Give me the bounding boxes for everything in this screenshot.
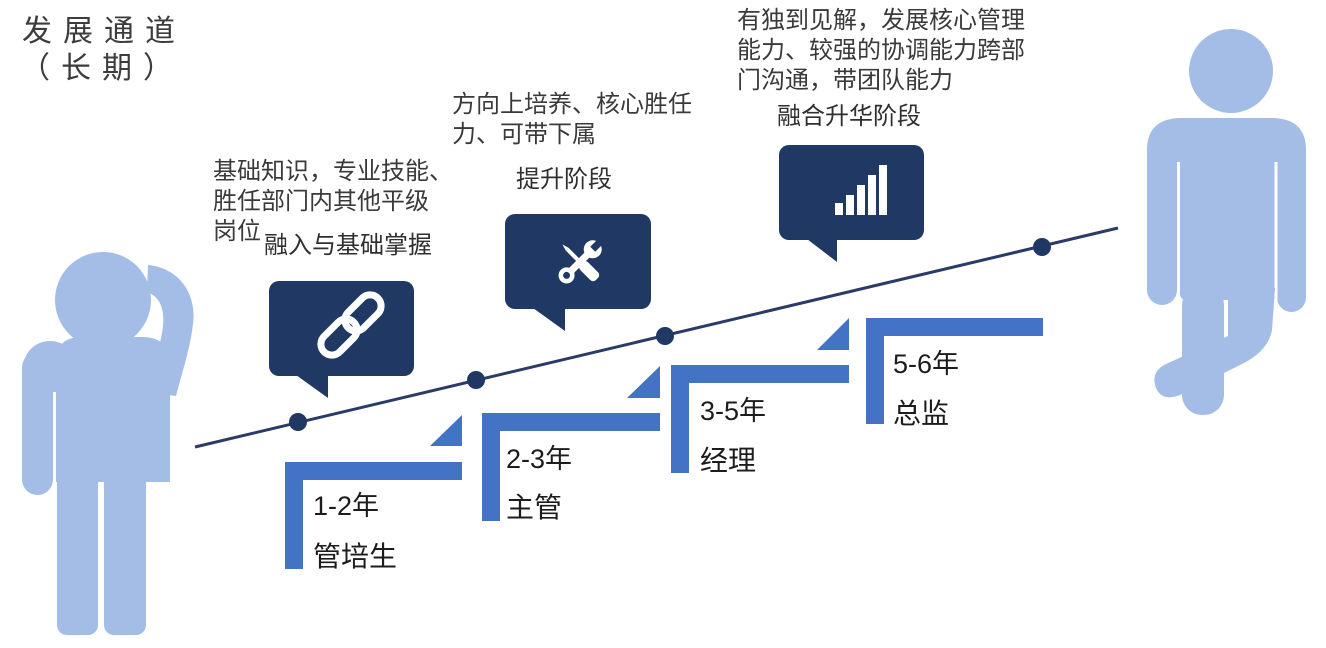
- phase-2-description-line: 方向上培养、核心胜任: [452, 91, 692, 118]
- phase-1-bubble-tail: [296, 375, 328, 398]
- link-icon: [317, 291, 385, 359]
- phase-3-description-line: 有独到见解，发展核心管理: [737, 7, 1025, 34]
- thinking-person-head: [55, 252, 151, 348]
- step-3-role: 经理: [700, 445, 757, 476]
- phase-1-bubble-body: [269, 281, 414, 376]
- phase-3-description: 有独到见解，发展核心管理 能力、较强的协调能力跨部 门沟通，带团队能力: [737, 6, 1025, 96]
- wrench-icon: [558, 239, 603, 284]
- phase-1-description-line: 岗位: [213, 218, 261, 245]
- phase-3-description-line: 能力、较强的协调能力跨部: [737, 37, 1025, 64]
- milestone-dot-1: [289, 413, 307, 431]
- milestone-dot-4: [1033, 238, 1051, 256]
- screwdriver-handle: [579, 261, 600, 282]
- phase-1-description-line: 胜任部门内其他平级: [213, 188, 429, 215]
- standing-person-left-arm: [1147, 140, 1177, 305]
- phase-2-stage-label: 提升阶段: [516, 166, 612, 193]
- person-standing-icon: [1147, 29, 1306, 415]
- phase-1-stage-label: 融入与基础掌握: [264, 232, 432, 259]
- standing-person-torso: [1180, 130, 1276, 300]
- step-4-riser: [866, 318, 884, 424]
- step-1-riser: [285, 462, 303, 569]
- step-1-tread: [285, 462, 462, 480]
- step-2-years: 2-3年: [506, 444, 573, 474]
- wrench-jaw-notch: [590, 239, 603, 252]
- screwdriver-tip: [562, 244, 569, 251]
- step-4-years: 5-6年: [893, 349, 960, 379]
- step-3-years: 3-5年: [700, 396, 767, 426]
- milestone-dot-2: [467, 371, 485, 389]
- step-2-riser-triangle: [627, 366, 660, 398]
- step-3-tread: [671, 365, 849, 383]
- step-4-role: 总监: [893, 398, 950, 429]
- phase-3-bubble-body: [779, 145, 924, 240]
- signal-bar-1: [835, 203, 843, 215]
- link-icon-ring-a: [317, 315, 361, 359]
- step-3-riser-triangle: [817, 318, 849, 350]
- step-2-role: 主管: [506, 492, 563, 523]
- phase-2-bubble: [505, 214, 651, 331]
- signal-bar-3: [857, 185, 865, 215]
- phase-3-bubble: [779, 145, 924, 262]
- phase-3-bubble-tail: [807, 239, 837, 262]
- phase-2-description: 方向上培养、核心胜任 力、可带下属: [452, 90, 692, 150]
- step-2-tread: [482, 413, 660, 431]
- phase-1-bubble: [269, 281, 414, 398]
- phase-1-description-line: 基础知识，专业技能、: [213, 158, 453, 185]
- step-1-riser-triangle: [430, 415, 462, 446]
- wrench-ring-hole: [563, 271, 571, 279]
- signal-bar-4: [868, 175, 876, 215]
- thinking-person-left-arm: [22, 352, 53, 495]
- page-title: 发展通道: [22, 15, 186, 48]
- page-subtitle: （长期）: [20, 52, 184, 85]
- step-2-riser: [482, 413, 500, 521]
- step-1-years: 1-2年: [313, 491, 380, 521]
- thinking-person-left-leg: [57, 468, 98, 635]
- step-1-role: 管培生: [313, 541, 398, 572]
- tools-icon: [558, 239, 603, 284]
- signal-bars-icon: [835, 165, 887, 215]
- step-4-tread: [866, 318, 1043, 336]
- step-3-riser: [671, 365, 689, 473]
- standing-person-right-arm: [1277, 140, 1306, 312]
- phase-1-description: 基础知识，专业技能、 胜任部门内其他平级 岗位: [213, 157, 453, 247]
- thinking-person-torso: [56, 337, 170, 482]
- signal-bar-2: [846, 195, 854, 215]
- standing-person-crossed-leg: [1154, 288, 1275, 398]
- person-thinking-icon: [22, 252, 194, 635]
- phase-2-description-line: 力、可带下属: [452, 121, 596, 148]
- signal-bar-5: [879, 165, 887, 215]
- phase-3-description-line: 门沟通，带团队能力: [737, 67, 953, 94]
- milestone-dot-3: [656, 327, 674, 345]
- phase-3-stage-label: 融合升华阶段: [777, 103, 921, 130]
- standing-person-head: [1189, 29, 1273, 113]
- link-icon-ring-b: [341, 291, 385, 335]
- thinking-person-right-leg: [104, 468, 146, 635]
- phase-2-bubble-tail: [533, 308, 565, 331]
